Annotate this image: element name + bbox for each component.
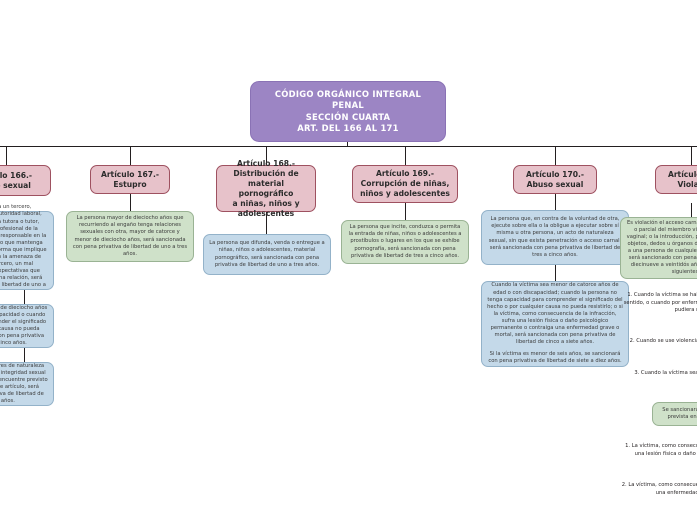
article-171-title[interactable]: Artículo 171.- Violación: [655, 165, 697, 194]
article-171-item-1-text: 1. Cuando la víctima se halle privada de…: [623, 292, 697, 314]
article-171-body-1-text: Es violación el acceso carnal, con intro…: [626, 219, 697, 276]
article-169-body-1[interactable]: La persona que incite, conduzca o permit…: [341, 220, 469, 264]
root-node-text: CÓDIGO ORGÁNICO INTEGRAL PENAL SECCIÓN C…: [256, 89, 440, 135]
root-node[interactable]: CÓDIGO ORGÁNICO INTEGRAL PENAL SECCIÓN C…: [250, 81, 446, 142]
article-166-body-2-text: Cuando la víctima sea menor de dieciocho…: [0, 304, 48, 347]
connector-166-body2: [24, 290, 25, 304]
article-171-item-2-text: 2. Cuando se use violencia, amenaza o in…: [629, 338, 697, 344]
article-170-body-1[interactable]: La persona que, en contra de la voluntad…: [481, 210, 629, 265]
article-171-item-2: 2. Cuando se use violencia, amenaza o in…: [620, 338, 697, 346]
article-168-title-line-1: Artículo 168.-: [236, 158, 296, 168]
article-169-title-line-3: niños y adolescentes: [360, 189, 450, 198]
article-170-title-text: Artículo 170.- Abuso sexual: [519, 170, 591, 190]
article-166-title-line-1: Artículo 166.-: [0, 170, 33, 180]
article-168-title-text: Artículo 168.- Distribución de material …: [222, 159, 310, 219]
article-170-body-2-text: Cuando la víctima sea menor de catorce a…: [487, 282, 623, 365]
article-167-body-1-text: La persona mayor de dieciocho años que r…: [72, 215, 188, 257]
article-166-body-3-text: La persona que solicite favores de natur…: [0, 362, 48, 405]
article-166-body-1[interactable]: naleza sexual, para sí o para un tercero…: [0, 204, 54, 290]
article-167-title-text: Artículo 167.- Estupro: [96, 170, 164, 190]
article-170-body-2-para-2: Si la víctima es menor de seis años, se …: [488, 351, 622, 365]
connector-drop-166: [6, 146, 7, 165]
connector-170-body2: [555, 265, 556, 281]
root-line-1: CÓDIGO ORGÁNICO INTEGRAL: [274, 88, 422, 99]
article-171-body-2-text: Se sancionará con el máximo de la pena p…: [662, 406, 697, 420]
article-168-title-line-4: a niñas, niños y: [232, 198, 300, 208]
article-168-title-line-2: Distribución de: [233, 168, 299, 178]
article-168-title-line-3: material pornográfico: [238, 178, 294, 198]
connector-170-body: [555, 194, 556, 210]
article-170-body-1-text: La persona que, en contra de la voluntad…: [488, 216, 622, 258]
connector-171-body: [691, 203, 692, 217]
article-169-title-text: Artículo 169.- Corrupción de niñas, niño…: [358, 169, 452, 199]
article-170-title-line-1: Artículo 170.-: [525, 169, 585, 179]
connector-drop-169: [405, 146, 406, 165]
article-171-title-line-2: Violación: [677, 179, 697, 189]
article-171-item-4: 1. La víctima, como consecuencia de la i…: [620, 443, 697, 458]
article-166-body-3[interactable]: La persona que solicite favores de natur…: [0, 362, 54, 406]
article-170-body-2-para-1: Cuando la víctima sea menor de catorce a…: [487, 282, 623, 346]
article-171-title-text: Artículo 171.- Violación: [661, 170, 697, 190]
root-line-3: SECCIÓN CUARTA: [305, 111, 391, 122]
connector-drop-167: [130, 146, 131, 165]
root-line-2: PENAL: [332, 100, 364, 110]
connector-167-body: [130, 194, 131, 211]
connector-168-body: [266, 212, 267, 234]
article-171-body-1[interactable]: Es violación el acceso carnal, con intro…: [620, 217, 697, 279]
connector-drop-168: [266, 146, 267, 165]
article-168-title[interactable]: Artículo 168.- Distribución de material …: [216, 159, 316, 218]
connector-main-bus: [0, 146, 697, 147]
article-171-item-4-text: 1. La víctima, como consecuencia de la i…: [625, 443, 697, 457]
article-171-item-5-text: 2. La víctima, como consecuencia de la i…: [621, 482, 697, 496]
article-167-body-1[interactable]: La persona mayor de dieciocho años que r…: [66, 211, 194, 262]
connector-169-body: [405, 203, 406, 220]
article-168-body-1[interactable]: La persona que difunda, venda o entregue…: [203, 234, 331, 275]
article-169-title-line-1: Artículo 169.-: [375, 169, 435, 178]
article-171-body-2[interactable]: Se sancionará con el máximo de la pena p…: [652, 402, 697, 426]
article-166-body-1-text: naleza sexual, para sí o para un tercero…: [0, 204, 47, 289]
root-line-4: ART. DEL 166 AL 171: [297, 123, 399, 133]
article-171-item-5: 2. La víctima, como consecuencia de la i…: [620, 482, 697, 497]
article-171-item-3: 3. Cuando la víctima sea menor de catorc…: [620, 370, 697, 378]
connector-drop-170: [555, 146, 556, 165]
article-169-title-line-2: Corrupción de niñas,: [360, 179, 450, 188]
article-166-title[interactable]: Artículo 166.- Acoso sexual: [0, 165, 51, 196]
article-167-title-line-2: Estupro: [113, 179, 147, 189]
article-169-body-1-text: La persona que incite, conduzca o permit…: [348, 224, 462, 259]
connector-drop-171: [691, 146, 692, 165]
article-166-body-2[interactable]: Cuando la víctima sea menor de dieciocho…: [0, 304, 54, 348]
article-170-title-line-2: Abuso sexual: [526, 179, 584, 189]
article-171-item-3-text: 3. Cuando la víctima sea menor de catorc…: [634, 370, 697, 376]
article-166-title-line-2: Acoso sexual: [0, 180, 31, 190]
article-167-title-line-1: Artículo 167.-: [100, 169, 160, 179]
article-170-body-2[interactable]: Cuando la víctima sea menor de catorce a…: [481, 281, 629, 367]
article-166-title-text: Artículo 166.- Acoso sexual: [0, 171, 45, 191]
connector-root-stem: [347, 142, 348, 147]
article-168-body-1-text: La persona que difunda, venda o entregue…: [209, 240, 325, 268]
article-169-title[interactable]: Artículo 169.- Corrupción de niñas, niño…: [352, 165, 458, 203]
article-171-title-line-1: Artículo 171.-: [667, 169, 697, 179]
article-171-item-1: 1. Cuando la víctima se halle privada de…: [620, 292, 697, 315]
article-168-title-line-5: adolescentes: [237, 208, 295, 218]
article-170-title[interactable]: Artículo 170.- Abuso sexual: [513, 165, 597, 194]
connector-166-body3: [24, 348, 25, 362]
article-167-title[interactable]: Artículo 167.- Estupro: [90, 165, 170, 194]
